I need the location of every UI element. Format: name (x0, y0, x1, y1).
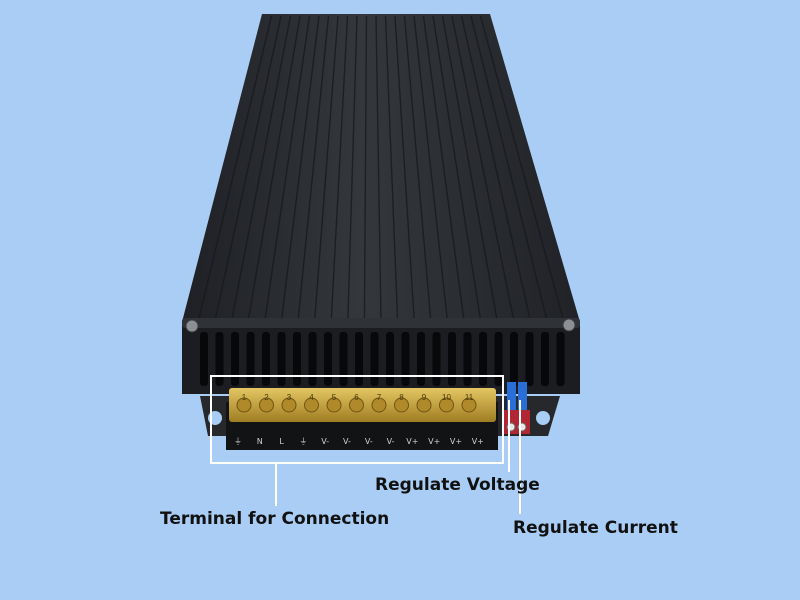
potentiometer-icon (518, 382, 527, 410)
vent-slot (215, 332, 224, 386)
vent-slot (401, 332, 410, 386)
terminal-numbers: 1 2 3 4 5 6 7 8 9 10 11 (236, 393, 477, 413)
terminal-number: 5 (332, 393, 337, 402)
vent-slot (510, 332, 518, 386)
terminal-marking: V- (343, 437, 351, 446)
terminal-marking: V- (321, 437, 329, 446)
terminal-marking: V- (387, 437, 395, 446)
vent-slot (246, 332, 255, 386)
vent-slot (339, 332, 348, 386)
terminal-number: 4 (309, 393, 314, 402)
terminal-number: 9 (422, 393, 427, 402)
screw-icon (439, 397, 454, 413)
heatsink-rib (197, 15, 273, 321)
vent-slots (200, 332, 565, 386)
vent-slot (200, 332, 208, 386)
mount-hole-right (536, 411, 550, 425)
heatsink-rib (313, 15, 339, 321)
screw-icon (281, 397, 297, 413)
screw-icon (416, 397, 432, 413)
terminal-marking: V+ (472, 437, 484, 446)
screw-icon (562, 318, 576, 332)
terminal-callout-box (210, 375, 504, 464)
terminal-number: 3 (287, 393, 292, 402)
heatsink-rib (297, 15, 330, 321)
heatsink-rib (432, 15, 482, 321)
vent-slot (448, 332, 456, 386)
terminal-number: 10 (442, 393, 451, 402)
heatsink-rib (330, 15, 349, 321)
terminal-number: 1 (242, 393, 247, 402)
heatsink-rib (460, 15, 531, 321)
enclosure-ribs (197, 15, 565, 321)
heatsink-rib (394, 15, 415, 321)
terminal-number: 2 (264, 393, 269, 402)
vent-slot (525, 332, 534, 386)
screw-icon (236, 397, 252, 413)
terminal-number: 8 (399, 393, 404, 402)
screw-icon (461, 397, 477, 413)
heatsink-rib (451, 15, 515, 321)
vent-slot (432, 332, 441, 386)
screw-icon (326, 397, 342, 413)
vent-slot (494, 332, 503, 386)
terminal-marking: ⏚ (299, 437, 307, 446)
heatsink-rib (363, 15, 368, 321)
heatsink-rib (247, 15, 301, 321)
heatsink-rib (470, 15, 548, 321)
screw-icon (185, 319, 199, 333)
heatsink-rib (280, 15, 320, 321)
terminal-marking: V+ (450, 437, 462, 446)
potentiometer-icon (507, 382, 516, 410)
terminal-number: 6 (354, 393, 359, 402)
vent-slot (556, 332, 565, 386)
enclosure-top (182, 14, 580, 322)
voltage-label: Regulate Voltage (375, 475, 540, 495)
heatsink-rib (441, 15, 498, 321)
heatsink-rib (422, 15, 465, 321)
terminal-markings: ⏚ N L ⏚ V- V- V- V- V+ V+ V+ V+ (234, 437, 484, 446)
terminal-number: 7 (377, 393, 382, 402)
vent-slot (293, 332, 301, 386)
screw-icon (394, 397, 409, 413)
vent-slot (277, 332, 286, 386)
enclosure-front-rim (182, 318, 580, 328)
vent-slot (479, 332, 487, 386)
vent-slot (370, 332, 379, 386)
vent-slot (231, 332, 239, 386)
heatsink-rib (347, 15, 358, 321)
screw-icon (304, 397, 319, 413)
heatsink-rib (264, 15, 311, 321)
heatsink-rib (214, 15, 282, 321)
heatsink-rib (384, 15, 399, 321)
screw-icon (371, 397, 387, 413)
terminal-label: Terminal for Connection (160, 509, 390, 529)
vent-slot (355, 332, 363, 386)
current-label: Regulate Current (513, 518, 678, 538)
screw-icon (259, 397, 274, 413)
vent-slot (541, 332, 549, 386)
heatsink-rib (231, 15, 292, 321)
vent-slot (262, 332, 270, 386)
heatsink-rib (413, 15, 449, 321)
terminal-marking: ⏚ (234, 437, 242, 446)
terminal-marking: V+ (428, 437, 440, 446)
heatsink-rib (375, 15, 382, 321)
pot-pcb (504, 410, 530, 434)
vent-slot (386, 332, 394, 386)
screw-icon (349, 397, 364, 413)
vent-slot (463, 332, 472, 386)
terminal-marking: V- (365, 437, 373, 446)
terminal-number: 11 (465, 393, 474, 402)
heatsink-rib (479, 15, 565, 321)
terminal-marking: L (279, 437, 284, 446)
heatsink-rib (403, 15, 432, 321)
vent-slot (417, 332, 425, 386)
vent-slot (308, 332, 317, 386)
terminal-marking: N (257, 437, 263, 446)
terminal-marking: V+ (406, 437, 418, 446)
vent-slot (324, 332, 332, 386)
